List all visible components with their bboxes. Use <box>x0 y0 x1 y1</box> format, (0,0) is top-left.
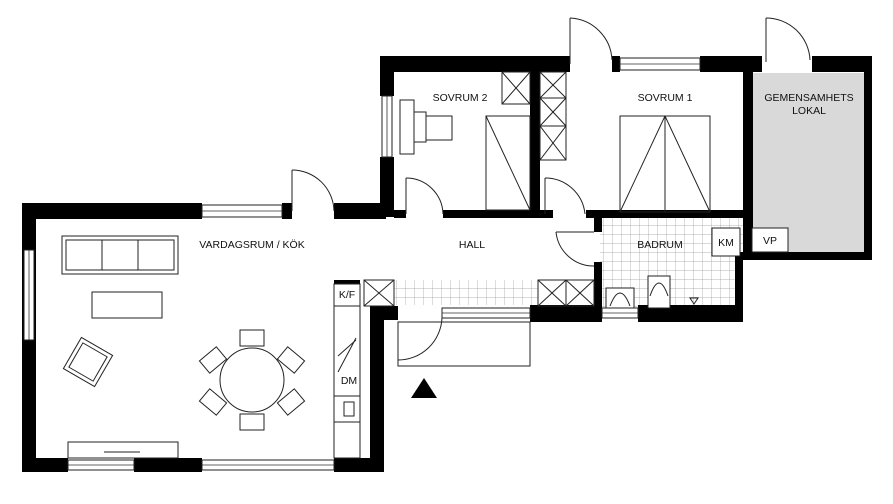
coffee-table <box>91 291 163 319</box>
bathroom-fixtures <box>605 227 741 309</box>
tv-bench <box>67 441 179 459</box>
room-label-bedroom-1: SOVRUM 1 <box>638 92 693 104</box>
hall-wardrobes <box>363 279 595 307</box>
bedroom-1-furniture <box>539 71 711 213</box>
dining-set <box>198 329 306 431</box>
fixture-label-vp: VP <box>763 235 777 247</box>
hall-tile-strip <box>394 280 538 305</box>
entrance-arrow-icon <box>411 378 437 398</box>
common-room-fill <box>752 73 866 253</box>
armchair <box>62 336 114 388</box>
windows <box>23 57 701 471</box>
fixture-label-washing-machine: KM <box>718 237 734 249</box>
bedroom-2-furniture <box>399 71 531 211</box>
fridge-freezer-box <box>333 283 361 307</box>
room-label-common-1: GEMENSAMHETS <box>764 92 853 104</box>
room-label-bathroom: BADRUM <box>637 239 683 251</box>
room-label-living-kitchen: VARDAGSRUM / KÖK <box>199 239 304 251</box>
vp-box <box>751 227 789 253</box>
room-label-hall: HALL <box>459 239 485 251</box>
walls <box>22 56 872 472</box>
doors <box>291 17 811 367</box>
room-label-common-2: LOKAL <box>792 105 826 117</box>
sofa <box>61 235 179 275</box>
room-label-bedroom-2: SOVRUM 2 <box>433 92 488 104</box>
fixture-label-fridge-freezer: K/F <box>339 289 355 301</box>
fixture-label-dishwasher: DM <box>341 375 357 387</box>
